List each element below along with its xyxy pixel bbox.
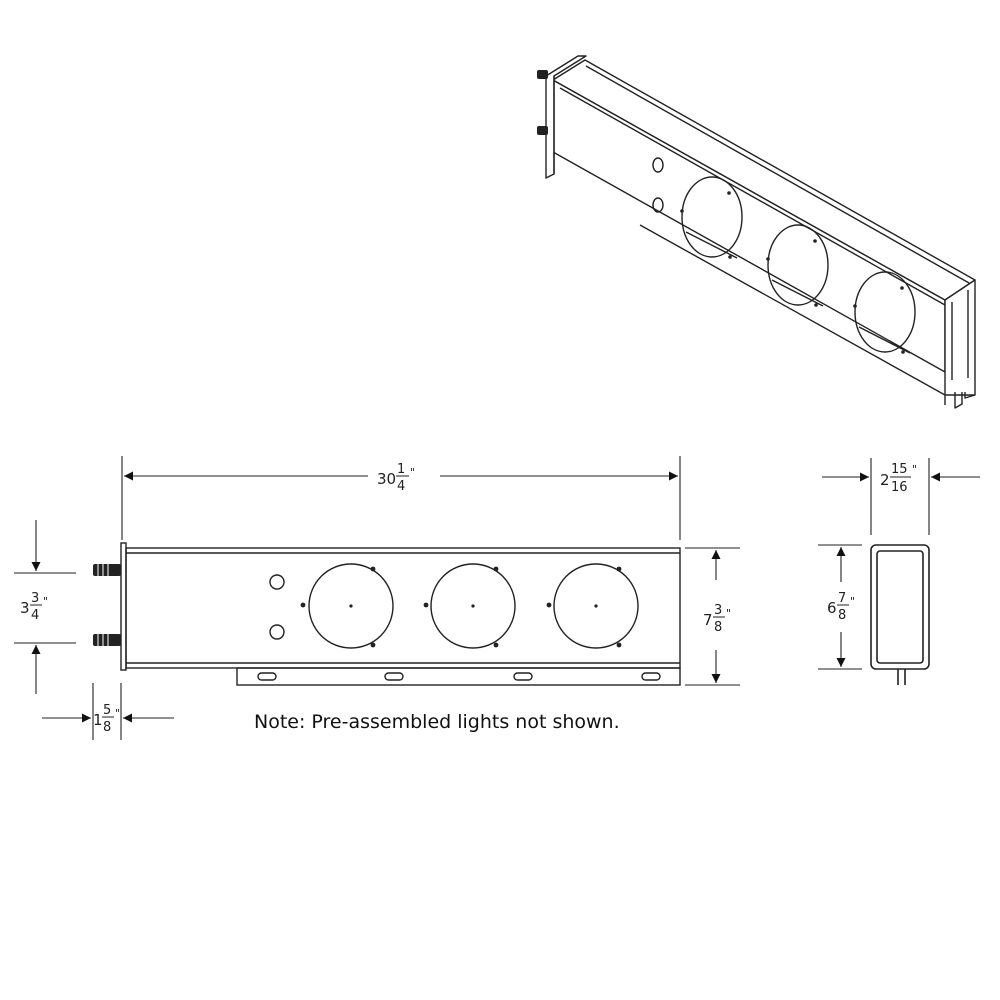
iso-stud-top xyxy=(537,70,548,79)
front-body xyxy=(125,547,681,669)
front-end-plate xyxy=(120,542,127,671)
iso-front-face xyxy=(552,79,946,373)
front-mounting-flange xyxy=(236,667,681,686)
iso-end-face xyxy=(944,279,976,396)
dim-bolt-length-unit: " xyxy=(115,707,120,720)
iso-small-hole-1 xyxy=(652,157,664,173)
dim-height-whole: 7 xyxy=(703,611,713,629)
end-inner-profile xyxy=(876,550,924,664)
dim-bolt-spacing-unit: " xyxy=(43,595,48,608)
dim-end-height: 6 7 8 " xyxy=(827,591,855,623)
dim-depth-unit: " xyxy=(912,463,917,476)
iso-small-hole-2 xyxy=(652,197,664,213)
dim-length-den: 4 xyxy=(397,479,405,494)
dim-length: 30 1 4 " xyxy=(377,462,415,494)
dim-depth-num: 15 xyxy=(891,462,908,477)
end-outer-profile xyxy=(870,544,930,670)
dimension-lines xyxy=(14,456,980,740)
dim-end-height-den: 8 xyxy=(838,608,846,623)
dim-bolt-length: 1 5 8 " xyxy=(93,703,120,735)
front-light-hole-1 xyxy=(308,563,394,649)
dim-height: 7 3 8 " xyxy=(703,603,731,635)
dim-end-height-whole: 6 xyxy=(827,599,837,617)
dim-bolt-length-den: 8 xyxy=(103,720,111,735)
dim-height-unit: " xyxy=(726,607,731,620)
dim-depth-den: 16 xyxy=(891,480,908,495)
dim-bolt-length-whole: 1 xyxy=(93,711,103,729)
dim-length-num: 1 xyxy=(397,462,405,477)
front-view xyxy=(93,542,681,686)
dim-length-unit: " xyxy=(410,466,415,479)
dim-end-height-unit: " xyxy=(850,595,855,608)
iso-stud-bottom xyxy=(537,126,548,135)
note-text: Note: Pre-assembled lights not shown. xyxy=(254,711,620,733)
dim-bolt-spacing-den: 4 xyxy=(31,608,39,623)
dim-height-den: 8 xyxy=(714,620,722,635)
dim-height-num: 3 xyxy=(714,603,722,618)
front-light-hole-3 xyxy=(553,563,639,649)
dim-bolt-length-num: 5 xyxy=(103,703,111,718)
dim-bolt-spacing-num: 3 xyxy=(31,591,39,606)
end-view xyxy=(870,544,930,685)
front-light-hole-2 xyxy=(430,563,516,649)
dim-depth: 2 15 16 " xyxy=(880,462,917,495)
iso-light-hole-1 xyxy=(681,176,743,259)
dim-end-height-num: 7 xyxy=(838,591,846,606)
dim-depth-whole: 2 xyxy=(880,471,890,489)
iso-light-hole-3 xyxy=(854,271,916,354)
dim-length-whole: 30 xyxy=(377,470,396,488)
dim-bolt-spacing-whole: 3 xyxy=(20,599,30,617)
front-stud-top xyxy=(93,564,121,576)
iso-light-hole-2 xyxy=(767,224,829,307)
isometric-view xyxy=(537,55,976,409)
dim-bolt-spacing: 3 3 4 " xyxy=(20,591,48,623)
front-stud-bottom xyxy=(93,634,121,646)
front-small-hole-2 xyxy=(269,624,285,640)
front-small-hole-1 xyxy=(269,574,285,590)
